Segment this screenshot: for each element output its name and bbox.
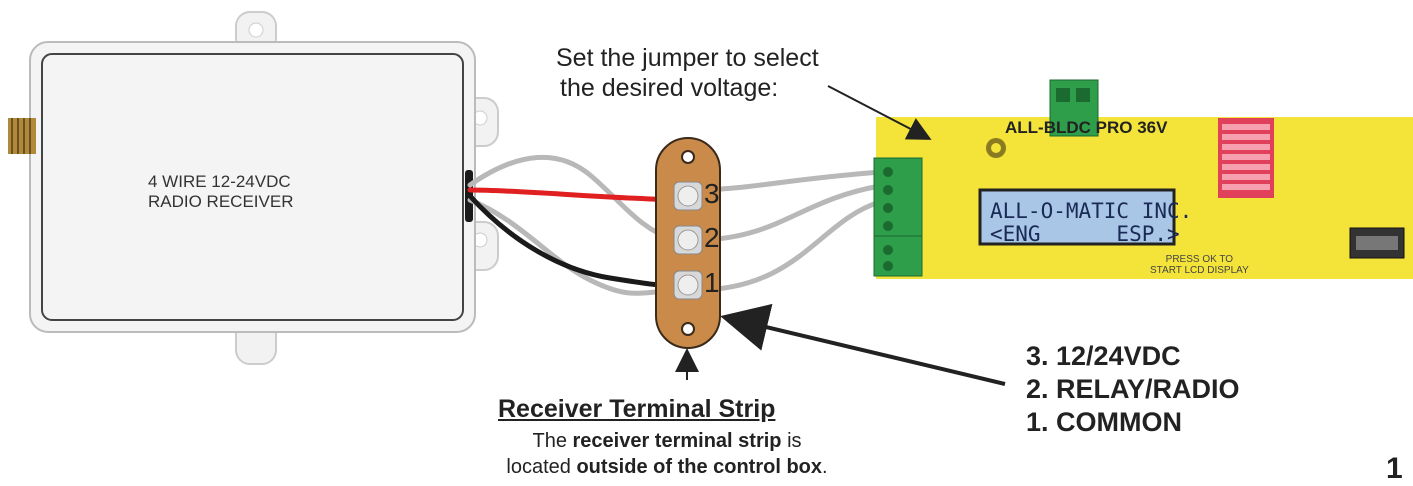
desc-text: . (822, 456, 828, 478)
terminal-legend: 3. 12/24VDC 2. RELAY/RADIO 1. COMMON (1026, 340, 1240, 439)
desc-text: The (532, 430, 573, 452)
legend-line-2: 2. RELAY/RADIO (1026, 374, 1240, 404)
terminal-strip-description: The receiver terminal strip is located o… (422, 428, 912, 480)
receiver-wires (467, 154, 685, 296)
legend-line-3: 3. 12/24VDC (1026, 341, 1181, 371)
jumper-note-line2: the desired voltage: (560, 74, 779, 102)
board-wires (697, 169, 883, 293)
lcd-line1: ALL-O-MATIC INC. (990, 199, 1193, 223)
lcd-display: ALL-O-MATIC INC. <ENG ESP.> (990, 200, 1192, 246)
jumper-note-line1: Set the jumper to select (556, 44, 819, 72)
radio-receiver (8, 11, 499, 365)
terminal-number-3: 3 (704, 178, 720, 209)
receiver-label-line2: RADIO RECEIVER (148, 192, 294, 211)
lcd-line2: <ENG ESP.> (990, 222, 1180, 246)
press-ok-text: PRESS OK TO START LCD DISPLAY (1150, 254, 1249, 276)
board-title: ALL-BLDC PRO 36V (1005, 118, 1168, 137)
legend-line-1: 1. COMMON (1026, 407, 1183, 437)
jumper-note: Set the jumper to select the desired vol… (556, 43, 819, 103)
desc-text: is (781, 430, 802, 452)
desc-text: located (506, 456, 577, 478)
desc-bold: outside of the control box (576, 456, 823, 478)
desc-bold: receiver terminal strip (572, 430, 782, 452)
press-line2: START LCD DISPLAY (1150, 265, 1249, 276)
terminal-strip-title: Receiver Terminal Strip (498, 395, 776, 423)
legend-arrow (720, 303, 1006, 386)
jumper-arrow (827, 85, 932, 140)
terminal-number-1: 1 (704, 267, 720, 298)
receiver-terminal-strip (655, 137, 721, 349)
control-board (873, 79, 1413, 279)
terminal-number-2: 2 (704, 222, 720, 253)
receiver-label: 4 WIRE 12-24VDC RADIO RECEIVER (148, 172, 293, 212)
receiver-label-line1: 4 WIRE 12-24VDC (148, 172, 291, 191)
press-line1: PRESS OK TO (1165, 254, 1234, 265)
page-number: 1 (1386, 452, 1403, 485)
antenna-connector (8, 118, 36, 154)
